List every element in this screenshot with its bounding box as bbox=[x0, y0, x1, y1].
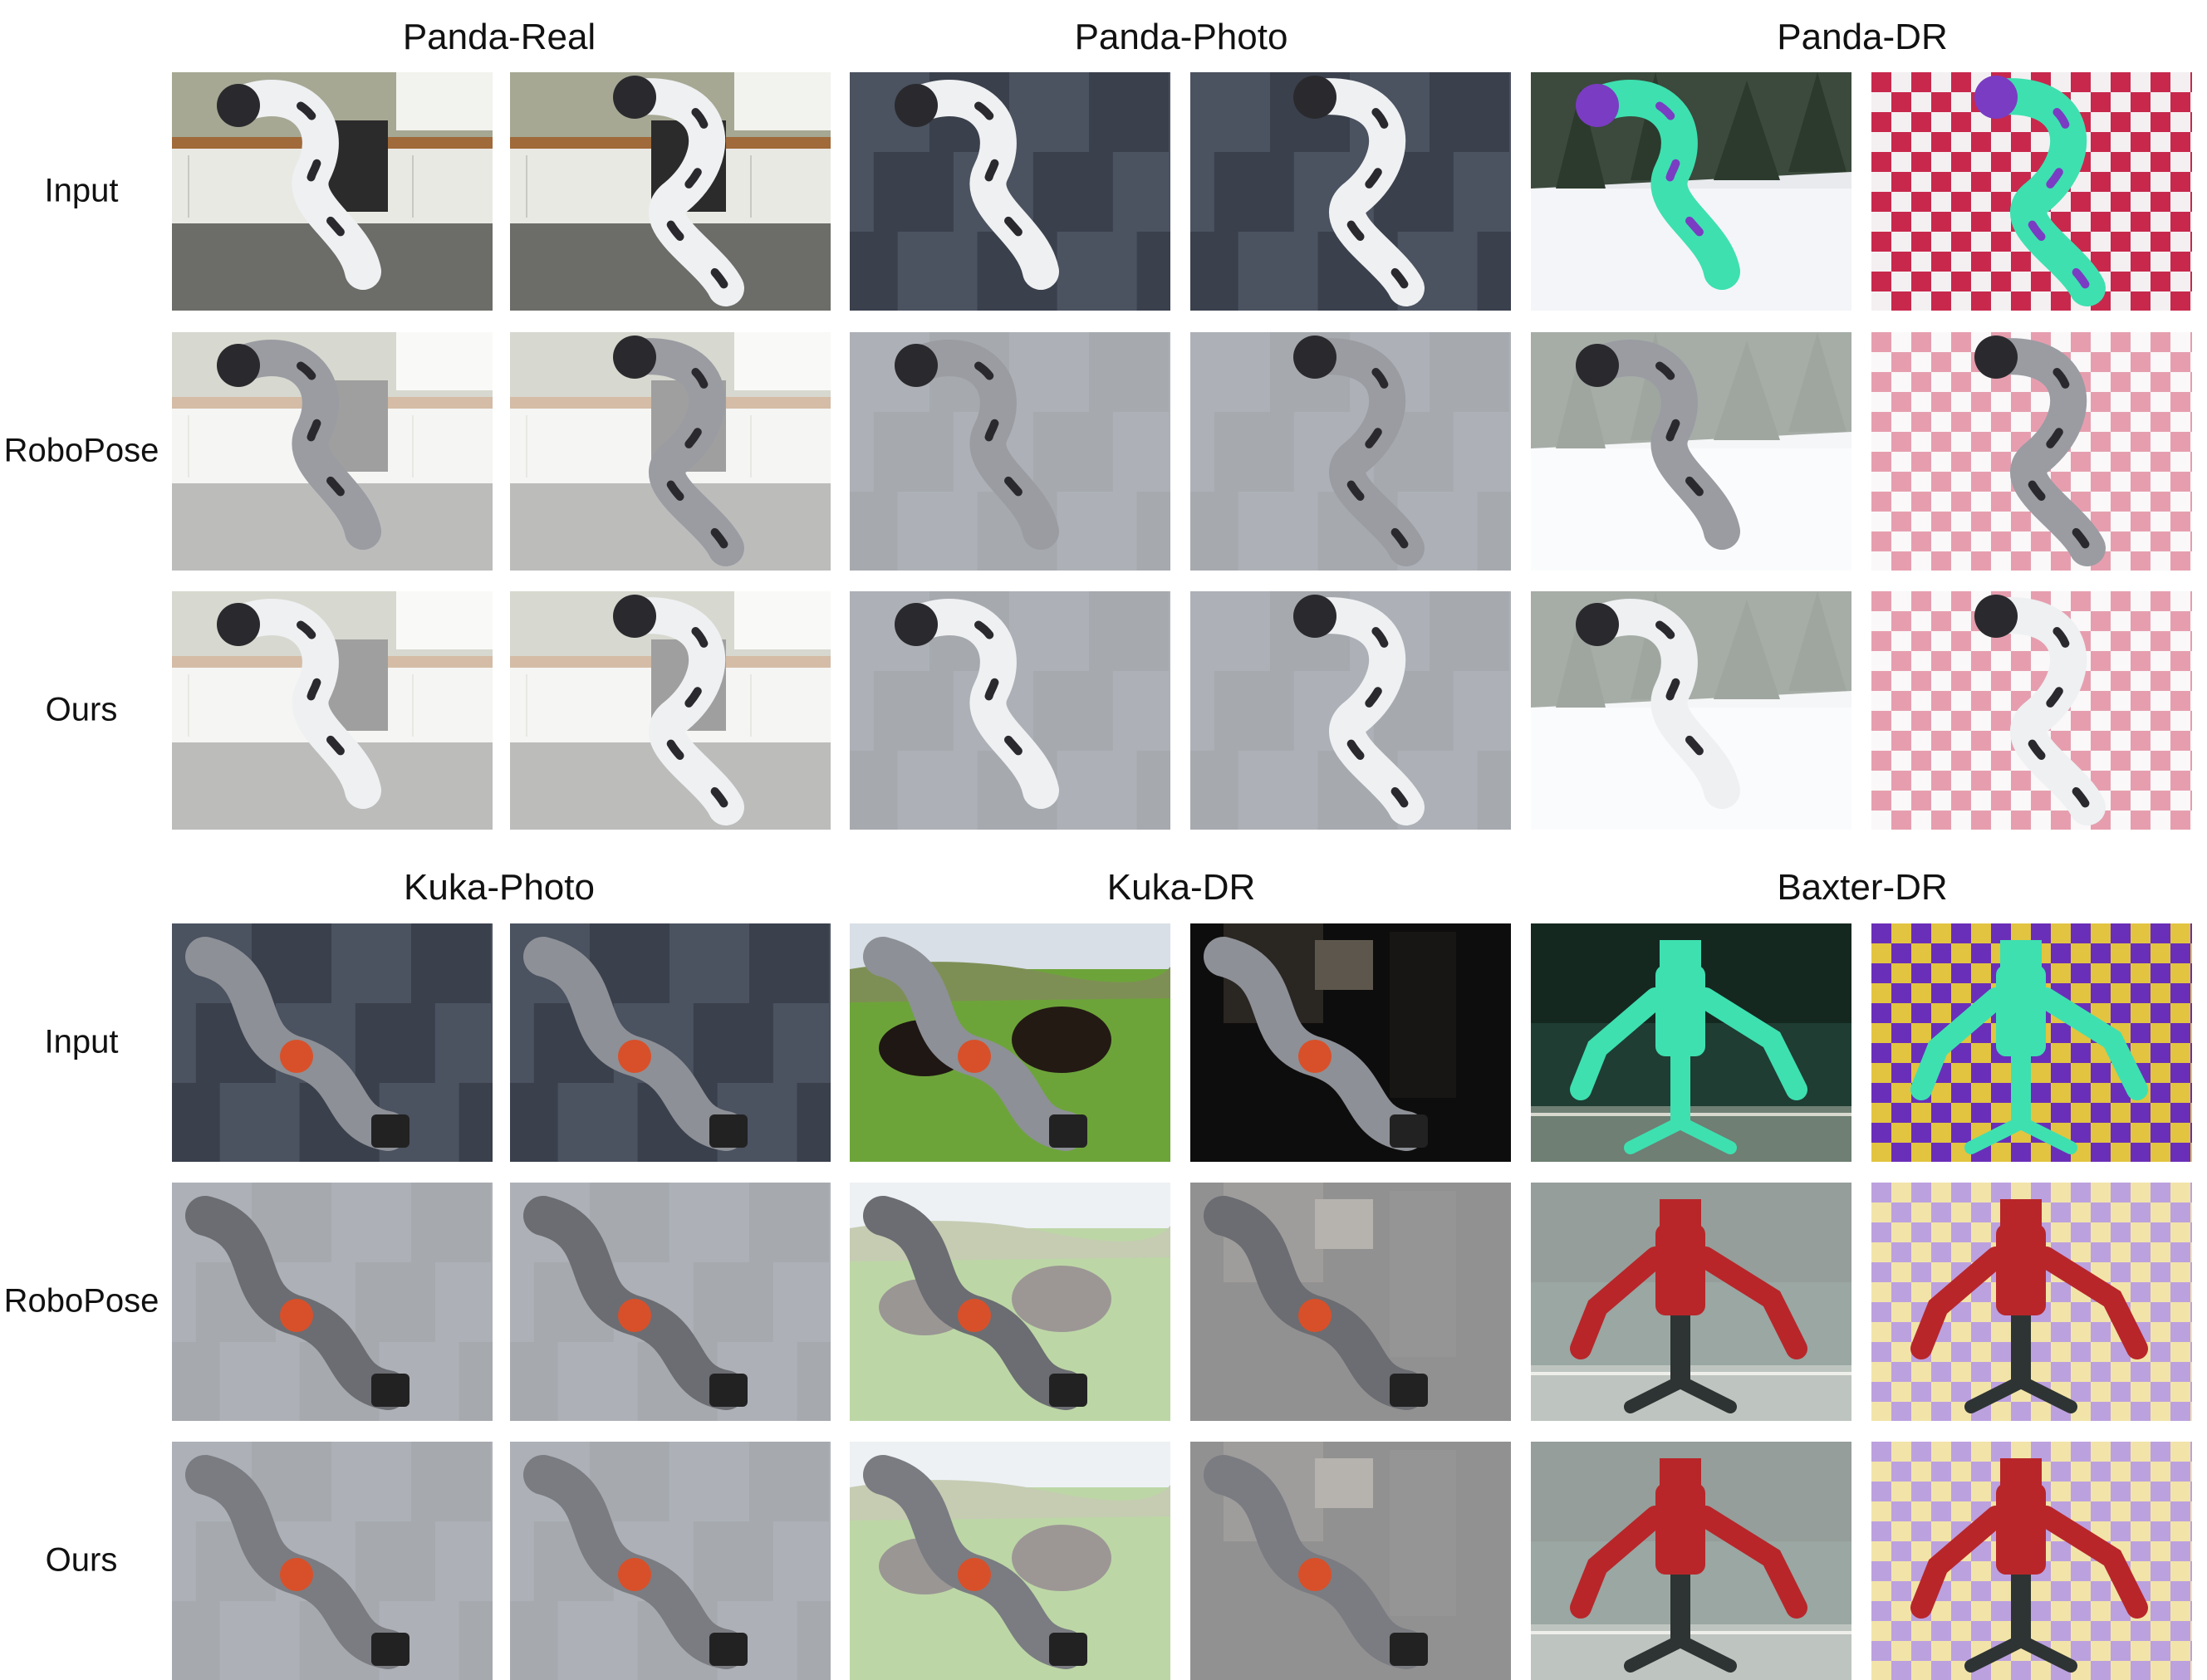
image-bottom-kuka-dr-ours-2 bbox=[1190, 1442, 1511, 1680]
image-bottom-kuka-dr-robopose-1 bbox=[850, 1183, 1170, 1421]
image-top-panda-photo-input-2 bbox=[1190, 72, 1511, 311]
group-title-panda-dr: Panda-DR bbox=[1777, 17, 1948, 57]
panda-arm-icon bbox=[1293, 76, 1425, 306]
image-bottom-baxter-dr-input-1 bbox=[1531, 923, 1851, 1162]
image-top-panda-photo-ours-2 bbox=[1190, 591, 1511, 830]
image-bottom-kuka-photo-robopose-2 bbox=[510, 1183, 831, 1421]
image-bottom-kuka-dr-ours-1 bbox=[850, 1442, 1170, 1680]
panda-arm-icon bbox=[1293, 336, 1425, 566]
image-top-panda-real-robopose-2 bbox=[510, 332, 831, 571]
panda-arm-icon bbox=[1974, 76, 2106, 306]
image-bottom-kuka-photo-input-1 bbox=[172, 923, 493, 1162]
kuka-arm-icon bbox=[863, 937, 1087, 1151]
panda-arm-icon bbox=[1974, 336, 2106, 566]
image-top-panda-dr-input-1 bbox=[1531, 72, 1851, 311]
image-bottom-kuka-dr-input-2 bbox=[1190, 923, 1511, 1162]
kuka-arm-icon bbox=[523, 937, 748, 1151]
kuka-arm-icon bbox=[185, 1196, 410, 1410]
baxter-robot-icon bbox=[1570, 1458, 1807, 1673]
panda-arm-icon bbox=[1576, 340, 1740, 550]
kuka-arm-icon bbox=[863, 1455, 1087, 1669]
image-top-panda-real-input-2 bbox=[510, 72, 831, 311]
kuka-arm-icon bbox=[863, 1196, 1087, 1410]
group-title-panda-photo: Panda-Photo bbox=[1074, 17, 1288, 57]
image-top-panda-dr-robopose-1 bbox=[1531, 332, 1851, 571]
image-bottom-baxter-dr-robopose-2 bbox=[1871, 1183, 2192, 1421]
panda-arm-icon bbox=[217, 340, 381, 550]
image-bottom-baxter-dr-ours-2 bbox=[1871, 1442, 2192, 1680]
image-top-panda-real-robopose-1 bbox=[172, 332, 493, 571]
panda-arm-icon bbox=[217, 80, 381, 290]
kuka-arm-icon bbox=[185, 937, 410, 1151]
row-label-input-bottom: Input bbox=[44, 1023, 119, 1060]
panda-arm-icon bbox=[613, 336, 744, 566]
image-bottom-kuka-photo-input-2 bbox=[510, 923, 831, 1162]
kuka-arm-icon bbox=[185, 1455, 410, 1669]
panda-arm-icon bbox=[613, 76, 744, 306]
panda-arm-icon bbox=[217, 599, 381, 809]
image-top-panda-photo-ours-1 bbox=[850, 591, 1170, 830]
image-top-panda-real-ours-1 bbox=[172, 591, 493, 830]
row-label-ours-top: Ours bbox=[45, 691, 118, 728]
panda-arm-icon bbox=[613, 595, 744, 825]
group-title-kuka-dr: Kuka-DR bbox=[1106, 867, 1256, 908]
baxter-robot-icon bbox=[1910, 1458, 2148, 1673]
image-top-panda-photo-input-1 bbox=[850, 72, 1170, 311]
image-bottom-baxter-dr-robopose-1 bbox=[1531, 1183, 1851, 1421]
row-label-robopose-bottom: RoboPose bbox=[3, 1282, 159, 1320]
image-bottom-kuka-photo-ours-1 bbox=[172, 1442, 493, 1680]
kuka-arm-icon bbox=[523, 1455, 748, 1669]
image-top-panda-real-ours-2 bbox=[510, 591, 831, 830]
group-title-panda-real: Panda-Real bbox=[402, 17, 596, 57]
row-label-ours-bottom: Ours bbox=[45, 1541, 118, 1579]
panda-arm-icon bbox=[1576, 599, 1740, 809]
kuka-arm-icon bbox=[1204, 1196, 1428, 1410]
image-top-panda-dr-robopose-2 bbox=[1871, 332, 2192, 571]
image-top-panda-photo-robopose-1 bbox=[850, 332, 1170, 571]
group-title-kuka-photo: Kuka-Photo bbox=[404, 867, 595, 908]
image-bottom-kuka-photo-robopose-1 bbox=[172, 1183, 493, 1421]
image-bottom-baxter-dr-input-2 bbox=[1871, 923, 2192, 1162]
group-title-baxter-dr: Baxter-DR bbox=[1777, 867, 1948, 908]
image-top-panda-real-input-1 bbox=[172, 72, 493, 311]
panda-arm-icon bbox=[895, 340, 1059, 550]
panda-arm-icon bbox=[895, 599, 1059, 809]
kuka-arm-icon bbox=[1204, 1455, 1428, 1669]
row-label-input-top: Input bbox=[44, 172, 119, 209]
image-bottom-kuka-photo-ours-2 bbox=[510, 1442, 831, 1680]
panda-arm-icon bbox=[1576, 80, 1740, 290]
image-top-panda-dr-input-2 bbox=[1871, 72, 2192, 311]
image-top-panda-dr-ours-2 bbox=[1871, 591, 2192, 830]
panda-arm-icon bbox=[1293, 595, 1425, 825]
kuka-arm-icon bbox=[523, 1196, 748, 1410]
image-bottom-kuka-dr-input-1 bbox=[850, 923, 1170, 1162]
row-label-robopose-top: RoboPose bbox=[3, 432, 159, 469]
baxter-robot-icon bbox=[1570, 1199, 1807, 1413]
baxter-robot-icon bbox=[1910, 940, 2148, 1154]
image-top-panda-dr-ours-1 bbox=[1531, 591, 1851, 830]
image-bottom-baxter-dr-ours-1 bbox=[1531, 1442, 1851, 1680]
image-top-panda-photo-robopose-2 bbox=[1190, 332, 1511, 571]
baxter-robot-icon bbox=[1910, 1199, 2148, 1413]
panda-arm-icon bbox=[1974, 595, 2106, 825]
kuka-arm-icon bbox=[1204, 937, 1428, 1151]
image-bottom-kuka-dr-robopose-2 bbox=[1190, 1183, 1511, 1421]
panda-arm-icon bbox=[895, 80, 1059, 290]
baxter-robot-icon bbox=[1570, 940, 1807, 1154]
